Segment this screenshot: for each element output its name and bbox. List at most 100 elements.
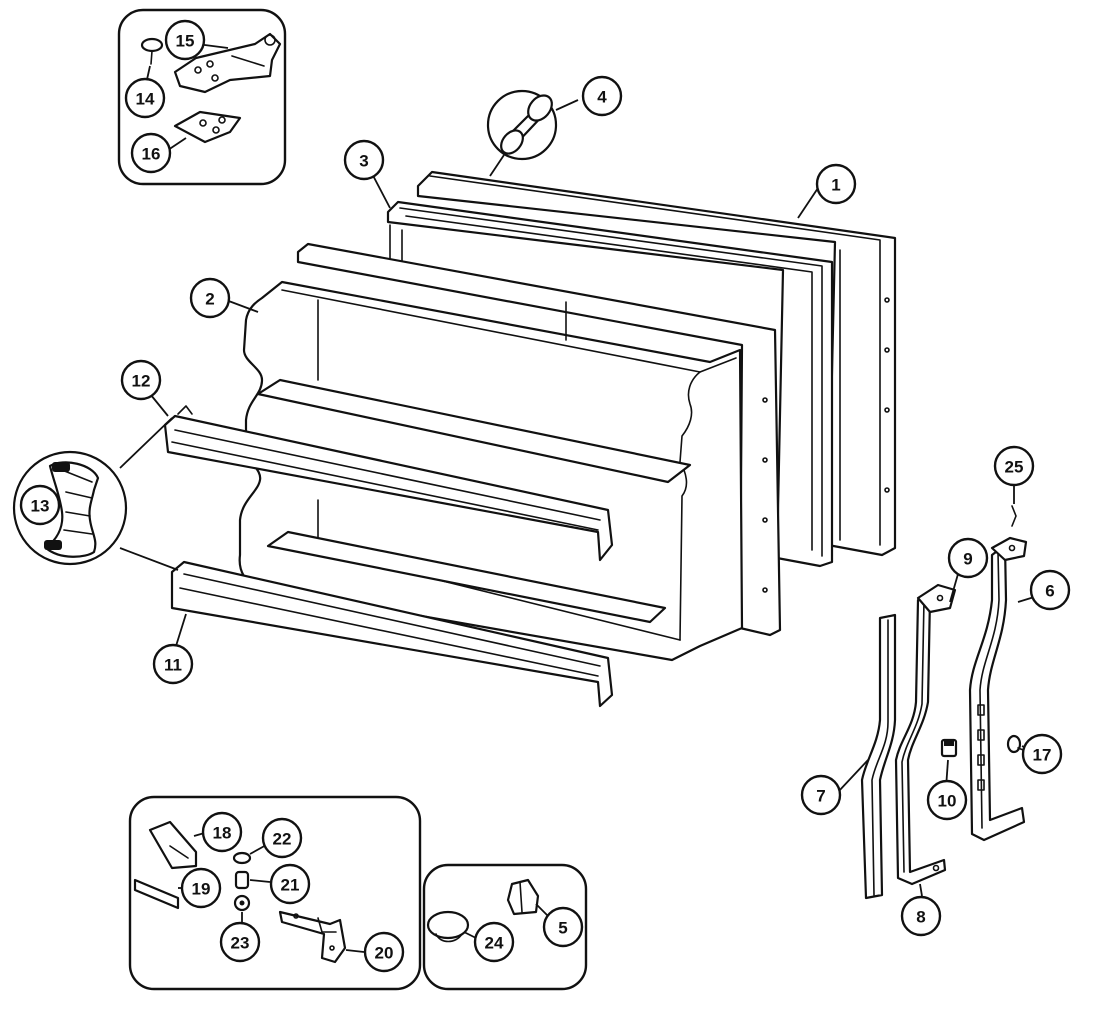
callout-circle xyxy=(815,163,857,205)
callout-number: 9 xyxy=(963,550,972,569)
callout-number: 5 xyxy=(558,919,567,938)
callout-circle xyxy=(343,139,385,181)
callout-circle xyxy=(947,537,989,579)
callout-number: 22 xyxy=(273,830,292,849)
callout-circle xyxy=(164,19,206,61)
lower-shelf-rail xyxy=(170,560,614,708)
callout-15: 15 xyxy=(164,19,206,61)
plug-5 xyxy=(506,878,540,916)
callout-5: 5 xyxy=(542,906,584,948)
callout-2: 2 xyxy=(189,277,231,319)
callout-circle xyxy=(219,921,261,963)
lower-hinge-bracket xyxy=(148,820,198,870)
callout-14: 14 xyxy=(124,77,166,119)
door-gasket xyxy=(386,200,834,568)
callout-10: 10 xyxy=(926,779,968,821)
spacer-10 xyxy=(940,738,958,758)
callout-number: 2 xyxy=(205,290,214,309)
callout-number: 16 xyxy=(142,145,161,164)
callout-number: 15 xyxy=(176,32,195,51)
lower-hinge-20 xyxy=(278,910,347,964)
callout-20: 20 xyxy=(363,931,405,973)
callout-16: 16 xyxy=(130,132,172,174)
callout-circle xyxy=(180,867,222,909)
upper-hinge-plate xyxy=(173,32,282,94)
callout-circle xyxy=(363,931,405,973)
callout-circle xyxy=(120,359,162,401)
washer-22 xyxy=(232,851,252,865)
callout-13: 13 xyxy=(19,484,61,526)
callout-7: 7 xyxy=(800,774,842,816)
callout-circle xyxy=(581,75,623,117)
callout-18: 18 xyxy=(201,811,243,853)
handle-bracket-8 xyxy=(894,583,957,886)
callout-number: 24 xyxy=(485,934,504,953)
hinge-shim xyxy=(173,110,242,144)
callout-6: 6 xyxy=(1029,569,1071,611)
callout-number: 20 xyxy=(375,944,394,963)
callout-circle xyxy=(1029,569,1071,611)
callout-number: 12 xyxy=(132,372,151,391)
callout-number: 13 xyxy=(31,497,50,516)
callout-1: 1 xyxy=(815,163,857,205)
callout-4: 4 xyxy=(581,75,623,117)
callout-number: 10 xyxy=(938,792,957,811)
callout-25: 25 xyxy=(993,445,1035,487)
callout-3: 3 xyxy=(343,139,385,181)
callout-9: 9 xyxy=(947,537,989,579)
hinge-pin-19 xyxy=(133,878,180,910)
callout-19: 19 xyxy=(180,867,222,909)
callout-number: 6 xyxy=(1045,582,1054,601)
screw-25 xyxy=(1011,484,1017,527)
callout-circle xyxy=(189,277,231,319)
callout-circle xyxy=(19,484,61,526)
callout-number: 18 xyxy=(213,824,232,843)
callout-circle xyxy=(269,863,311,905)
rail-end-cap-detail xyxy=(12,417,179,571)
callout-circle xyxy=(152,643,194,685)
button-cap-24 xyxy=(426,910,470,943)
callout-8: 8 xyxy=(900,895,942,937)
door-inner-liner xyxy=(238,242,782,662)
callout-number: 7 xyxy=(816,787,825,806)
callout-number: 23 xyxy=(231,934,250,953)
callout-24: 24 xyxy=(473,921,515,963)
callout-11: 11 xyxy=(152,643,194,685)
callout-number: 25 xyxy=(1005,458,1024,477)
callout-22: 22 xyxy=(261,817,303,859)
callout-23: 23 xyxy=(219,921,261,963)
callout-circle xyxy=(926,779,968,821)
callout-number: 4 xyxy=(597,88,607,107)
callout-number: 1 xyxy=(831,176,840,195)
upper-shelf-rail xyxy=(163,405,614,562)
callout-circle xyxy=(542,906,584,948)
hinge-pin-cap xyxy=(140,37,164,65)
callout-17: 17 xyxy=(1021,733,1063,775)
bushing-21 xyxy=(234,870,250,890)
callout-circle xyxy=(201,811,243,853)
callout-21: 21 xyxy=(269,863,311,905)
callout-circle xyxy=(124,77,166,119)
callout-number: 21 xyxy=(281,876,300,895)
callout-number: 3 xyxy=(359,152,368,171)
callout-circle xyxy=(900,895,942,937)
callout-circle xyxy=(1021,733,1063,775)
callout-12: 12 xyxy=(120,359,162,401)
handle-bracket-6 xyxy=(968,536,1028,842)
callout-number: 19 xyxy=(192,880,211,899)
callout-circle xyxy=(800,774,842,816)
callout-number: 14 xyxy=(136,90,155,109)
callout-number: 11 xyxy=(164,656,182,675)
handle-bar-7 xyxy=(860,613,897,900)
door-outer-panel xyxy=(416,170,897,557)
callout-number: 17 xyxy=(1033,746,1052,765)
callout-number: 8 xyxy=(916,908,925,927)
door-stop-plug-detail xyxy=(486,89,579,177)
callout-circle xyxy=(130,132,172,174)
callout-circle xyxy=(993,445,1035,487)
callout-circle xyxy=(473,921,515,963)
washer-23 xyxy=(233,894,251,912)
callout-circle xyxy=(261,817,303,859)
